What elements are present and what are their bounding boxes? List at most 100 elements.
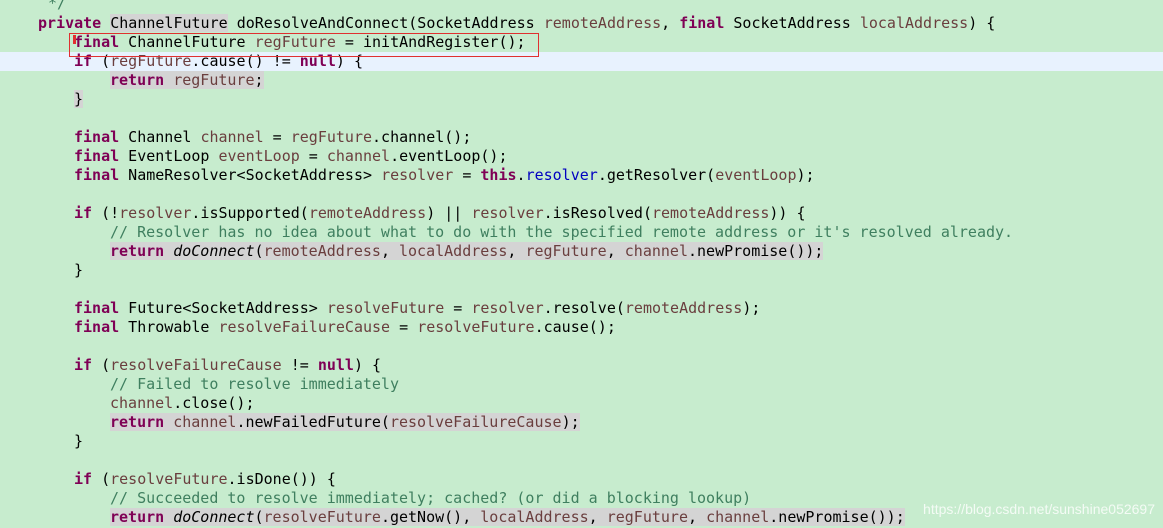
- code-line: return doConnect(remoteAddress, localAdd…: [0, 242, 1163, 261]
- code-text: .eventLoop();: [390, 147, 508, 165]
- code-text: =: [263, 128, 291, 146]
- code-line: // Resolver has no idea about what to do…: [0, 223, 1163, 242]
- code-text: [164, 413, 173, 431]
- code-line: return regFuture;: [0, 71, 1163, 90]
- variable: channel: [624, 242, 688, 260]
- type-name: Channel: [119, 128, 201, 146]
- code-text: ,: [588, 508, 607, 526]
- code-text: );: [796, 166, 815, 184]
- type-name: ChannelFuture: [110, 14, 228, 32]
- variable: resolveFuture: [326, 299, 445, 317]
- code-text: .newPromise());: [688, 242, 824, 260]
- return-statement: return channel.newFailedFuture(resolveFa…: [110, 413, 580, 431]
- method-call: doConnect: [173, 508, 255, 526]
- code-text: ) {: [968, 14, 996, 32]
- code-text: )) {: [769, 204, 806, 222]
- type-name: NameResolver<SocketAddress>: [119, 166, 382, 184]
- type-name: ChannelFuture: [119, 33, 255, 51]
- keyword: this: [480, 166, 517, 184]
- variable: channel: [326, 147, 391, 165]
- variable: resolveFailureCause: [389, 413, 562, 431]
- code-text: !=: [281, 356, 318, 374]
- code-line: final EventLoop eventLoop = channel.even…: [0, 147, 1163, 166]
- keyword: return: [110, 242, 165, 260]
- code-text: .channel();: [372, 128, 472, 146]
- code-line: channel.close();: [0, 394, 1163, 413]
- code-text: .: [516, 166, 526, 184]
- code-text: );: [742, 299, 761, 317]
- highlight-box: [69, 33, 539, 57]
- code-line: final Throwable resolveFailureCause = re…: [0, 318, 1163, 337]
- variable: remoteAddress: [308, 204, 427, 222]
- variable: localAddress: [399, 242, 508, 260]
- code-text: =: [444, 299, 472, 317]
- code-text: =: [299, 147, 327, 165]
- code-text: .isDone()) {: [227, 470, 336, 488]
- return-statement: return regFuture;: [110, 71, 264, 89]
- type-name: EventLoop: [119, 147, 219, 165]
- code-text: ,: [606, 242, 625, 260]
- code-line: return doConnect(resolveFuture.getNow(),…: [0, 508, 1163, 527]
- code-text: .close();: [173, 394, 255, 412]
- code-text: ,: [507, 242, 526, 260]
- code-text: =: [453, 166, 481, 184]
- keyword: final: [74, 318, 120, 336]
- variable: resolver: [381, 166, 454, 184]
- code-text: = initAndRegister();: [335, 33, 526, 51]
- code-text: (: [254, 242, 264, 260]
- variable: resolver: [119, 204, 192, 222]
- code-line: // Succeeded to resolve immediately; cac…: [0, 489, 1163, 508]
- code-line: final NameResolver<SocketAddress> resolv…: [0, 166, 1163, 185]
- field: resolver: [525, 166, 598, 184]
- code-line: final Future<SocketAddress> resolveFutur…: [0, 299, 1163, 318]
- method-name: doResolveAndConnect(SocketAddress: [236, 14, 544, 32]
- variable: resolveFailureCause: [110, 356, 282, 374]
- code-line: if (resolveFuture.isDone()) {: [0, 470, 1163, 489]
- code-line: */: [0, 0, 1163, 13]
- keyword: if: [74, 356, 93, 374]
- keyword: final: [74, 33, 120, 51]
- code-text: ,: [688, 508, 707, 526]
- variable: resolver: [471, 204, 544, 222]
- variable: regFuture: [525, 242, 607, 260]
- keyword: final: [74, 299, 120, 317]
- variable: regFuture: [254, 33, 336, 51]
- type-name: Future<SocketAddress>: [119, 299, 327, 317]
- watermark: https://blog.csdn.net/sunshine052697: [923, 501, 1155, 517]
- keyword: final: [74, 128, 120, 146]
- code-text: );: [561, 413, 580, 431]
- matching-brace: }: [74, 90, 84, 108]
- code-text: ) {: [353, 356, 382, 374]
- code-text: =: [390, 318, 418, 336]
- keyword: null: [317, 356, 354, 374]
- code-line: final ChannelFuture regFuture = initAndR…: [0, 33, 1163, 52]
- variable: channel: [110, 394, 174, 412]
- variable: regFuture: [173, 71, 255, 89]
- method-call: doConnect: [173, 242, 255, 260]
- code-text: .newPromise());: [769, 508, 905, 526]
- code-line: return channel.newFailedFuture(resolveFa…: [0, 413, 1163, 432]
- param-name: remoteAddress: [543, 14, 662, 32]
- return-statement: return doConnect(remoteAddress, localAdd…: [110, 242, 824, 260]
- keyword: final: [679, 14, 725, 32]
- code-text: .isResolved(: [543, 204, 652, 222]
- param-name: localAddress: [859, 14, 969, 32]
- variable: regFuture: [290, 128, 373, 146]
- variable: eventLoop: [218, 147, 300, 165]
- code-text: .getNow(),: [380, 508, 481, 526]
- code-text: (: [254, 508, 264, 526]
- variable: channel: [200, 128, 264, 146]
- code-line: final Channel channel = regFuture.channe…: [0, 128, 1163, 147]
- variable: channel: [173, 413, 237, 431]
- code-line: if (!resolver.isSupported(remoteAddress)…: [0, 204, 1163, 223]
- code-line: }: [0, 261, 1163, 280]
- code-line: }: [0, 90, 1163, 109]
- code-text: (: [92, 52, 111, 70]
- variable: eventLoop: [715, 166, 797, 184]
- variable: remoteAddress: [652, 204, 770, 222]
- code-text: .newFailedFuture(: [236, 413, 390, 431]
- comment-text: // Resolver has no idea about what to do…: [110, 223, 1014, 241]
- variable: resolveFuture: [417, 318, 535, 336]
- code-text: [164, 508, 173, 526]
